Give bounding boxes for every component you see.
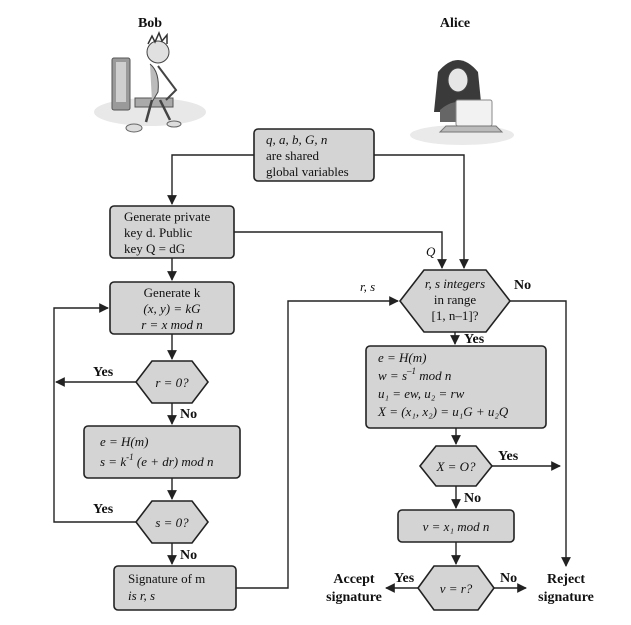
r-zero-text: r = 0? <box>155 375 189 390</box>
person-with-laptop-icon <box>410 60 514 145</box>
v-check-text: v = r? <box>440 581 473 596</box>
q-edge-label: Q <box>426 244 436 259</box>
range-line-3: [1, n–1]? <box>432 308 479 323</box>
r-zero-decision <box>134 360 210 404</box>
r-zero-no-label: No <box>180 407 197 422</box>
verify-line-1: e = H(m) <box>378 350 426 365</box>
range-yes-label: Yes <box>464 332 485 347</box>
alice-title: Alice <box>440 16 470 31</box>
keygen-line-2: key d. Public <box>124 225 192 240</box>
reject-label-1: Reject <box>547 572 585 587</box>
shared-line-2: are shared <box>266 148 320 163</box>
range-no-label: No <box>514 278 531 293</box>
person-at-computer-icon <box>94 31 206 133</box>
x-origin-text: X = O? <box>435 459 476 474</box>
range-line-2: in range <box>434 292 476 307</box>
v-calc-text: v = x₁ mod n <box>423 519 490 534</box>
x-origin-no-label: No <box>464 491 481 506</box>
v-check-no-label: No <box>500 571 517 586</box>
accept-label-2: signature <box>326 590 382 605</box>
verify-line-4: X = (x₁, x₂) = u₁G + u₂Q <box>377 404 509 419</box>
s-zero-text: s = 0? <box>155 515 189 530</box>
accept-label-1: Accept <box>333 572 375 587</box>
s-calc-line-2: s = k-1 (e + dr) mod n <box>100 452 214 469</box>
s-zero-decision <box>134 500 210 544</box>
rs-edge-label: r, s <box>360 279 375 294</box>
shared-line-3: global variables <box>266 164 349 179</box>
verify-line-2: w = s–1 mod n <box>378 366 451 383</box>
s-zero-yes-label: Yes <box>93 502 114 517</box>
s-calc-box <box>83 425 241 479</box>
shared-line-1: q, a, b, G, n <box>266 132 327 147</box>
x-origin-yes-label: Yes <box>498 449 519 464</box>
keygen-line-3: key Q = dG <box>124 241 185 256</box>
keygen-line-1: Generate private <box>124 209 210 224</box>
v-check-yes-label: Yes <box>394 571 415 586</box>
bob-title: Bob <box>138 16 162 31</box>
r-zero-yes-label: Yes <box>93 365 114 380</box>
signature-line-2: is r, s <box>128 588 155 603</box>
s-calc-line-1: e = H(m) <box>100 434 148 449</box>
signature-line-1: Signature of m <box>128 571 205 586</box>
s-zero-no-label: No <box>180 548 197 563</box>
gen-k-line-1: Generate k <box>144 285 201 300</box>
gen-k-line-3: r = x mod n <box>141 317 203 332</box>
gen-k-line-2: (x, y) = kG <box>143 301 201 316</box>
reject-label-2: signature <box>538 590 594 605</box>
flow-connectors <box>53 154 571 593</box>
range-line-1: r, s integers <box>425 276 485 291</box>
verify-line-3: u₁ = ew, u₂ = rw <box>378 386 465 401</box>
